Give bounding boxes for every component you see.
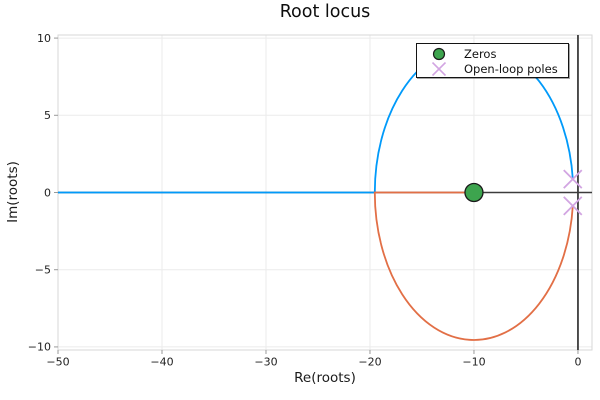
y-tick-label: −10 (28, 341, 51, 354)
x-tick-label: −10 (462, 356, 485, 369)
x-tick-label: 0 (574, 356, 581, 369)
legend-label-poles: Open-loop poles (464, 61, 558, 76)
zero-marker (464, 182, 484, 203)
locus-branch-2 (373, 191, 574, 341)
legend-row-poles: Open-loop poles (417, 61, 568, 77)
pole-marker-icon (431, 61, 447, 76)
y-tick-label: 5 (44, 109, 51, 122)
x-tick-label: −50 (46, 356, 69, 369)
y-tick-label: −5 (35, 264, 51, 277)
y-tick-label: 10 (37, 32, 51, 45)
legend: Zeros Open-loop poles (416, 43, 569, 78)
zero-marker-icon (432, 48, 446, 61)
chart-title: Root locus (279, 2, 371, 22)
x-tick-label: −40 (150, 356, 173, 369)
open-loop-pole-marker (563, 196, 583, 216)
x-tick-label: −20 (358, 356, 381, 369)
y-tick-label: 0 (44, 186, 51, 199)
zero-marker-glyph (432, 48, 446, 61)
legend-row-zeros: Zeros (417, 47, 568, 62)
open-loop-pole-marker (563, 169, 583, 189)
y-axis-label: Im(roots) (5, 161, 21, 223)
legend-label-zeros: Zeros (464, 47, 497, 62)
x-tick-label: −30 (254, 356, 277, 369)
x-axis-label: Re(roots) (294, 370, 356, 386)
pole-marker-glyph (431, 61, 447, 76)
